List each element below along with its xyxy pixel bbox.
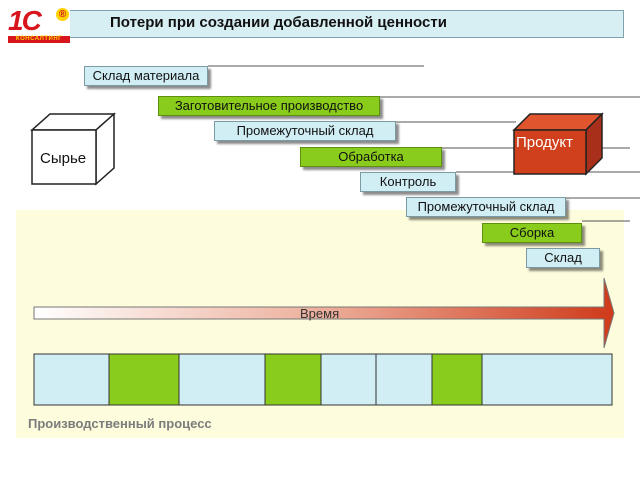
segment-value	[264, 353, 322, 406]
segment-storage	[178, 353, 266, 406]
raw-material-cube	[30, 112, 116, 186]
product-cube	[512, 112, 604, 176]
product-label: Продукт	[516, 134, 573, 151]
step-intermediate-warehouse: Промежуточный склад	[214, 121, 396, 141]
segment-storage	[481, 353, 613, 406]
header-bar	[8, 10, 624, 38]
segment-storage	[375, 353, 433, 406]
step-material-warehouse: Склад материала	[84, 66, 208, 86]
logo-mark: 1С	[8, 5, 42, 36]
registered-mark: ®	[56, 8, 69, 21]
raw-material-label: Сырье	[40, 150, 87, 167]
segment-value	[431, 353, 483, 406]
step-intermediate-warehouse-2: Промежуточный склад	[406, 197, 566, 217]
1c-consulting-logo: 1С ® КОНСАЛТИНГ	[6, 6, 70, 44]
process-label: Производственный процесс	[28, 416, 212, 431]
step-procurement-production: Заготовительное производство	[158, 96, 380, 116]
segment-storage	[320, 353, 377, 406]
segment-value	[108, 353, 180, 406]
time-label: Время	[300, 306, 340, 321]
step-assembly: Сборка	[482, 223, 582, 243]
step-processing: Обработка	[300, 147, 442, 167]
step-warehouse: Склад	[526, 248, 600, 268]
segment-storage	[33, 353, 110, 406]
logo-caption: КОНСАЛТИНГ	[8, 36, 70, 43]
process-bar	[33, 353, 613, 406]
step-control: Контроль	[360, 172, 456, 192]
time-arrow	[33, 277, 615, 349]
page-title: Потери при создании добавленной ценности	[110, 14, 447, 31]
